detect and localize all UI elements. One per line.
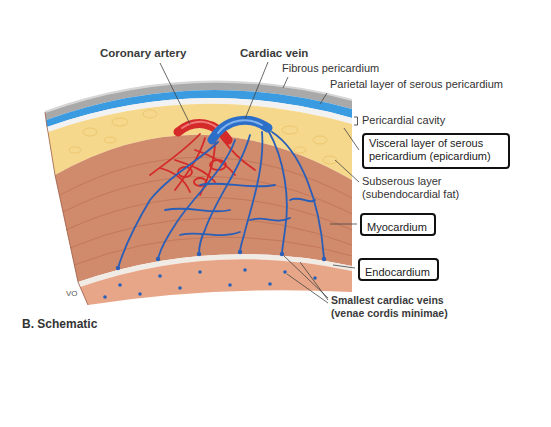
- figure-caption: B. Schematic: [22, 318, 97, 331]
- layer-label: Subserous layer (subendocardial fat): [362, 175, 474, 201]
- box-text: Endocardium: [365, 266, 430, 279]
- cavity-bracket: [354, 117, 358, 125]
- artist-mark: VO: [66, 289, 78, 299]
- vessel-label: Smallest cardiac veins (venae cordis min…: [331, 294, 476, 320]
- layer-label: Parietal layer of serous pericardium: [330, 78, 503, 91]
- layer-label: Fibrous pericardium: [282, 62, 379, 75]
- myocardium-box: Myocardium: [360, 213, 436, 236]
- cardiac-vein-trunk: [212, 120, 268, 140]
- vessel-label: Cardiac vein: [240, 47, 308, 60]
- cut-edge: [45, 112, 88, 305]
- epicardium-box: Visceral layer of serous pericardium (ep…: [362, 133, 510, 169]
- vein-highlight: [218, 120, 262, 133]
- vein-openings: [103, 250, 326, 299]
- box-text: Myocardium: [367, 221, 427, 234]
- muscle-striations: [60, 157, 352, 265]
- endocardium-box: Endocardium: [358, 258, 439, 281]
- leader-lines: [160, 62, 359, 303]
- box-text: Visceral layer of serous pericardium (ep…: [369, 137, 501, 163]
- venous-network: [118, 130, 324, 268]
- layer-label: Pericardial cavity: [362, 114, 445, 127]
- vessel-label: Coronary artery: [100, 47, 186, 60]
